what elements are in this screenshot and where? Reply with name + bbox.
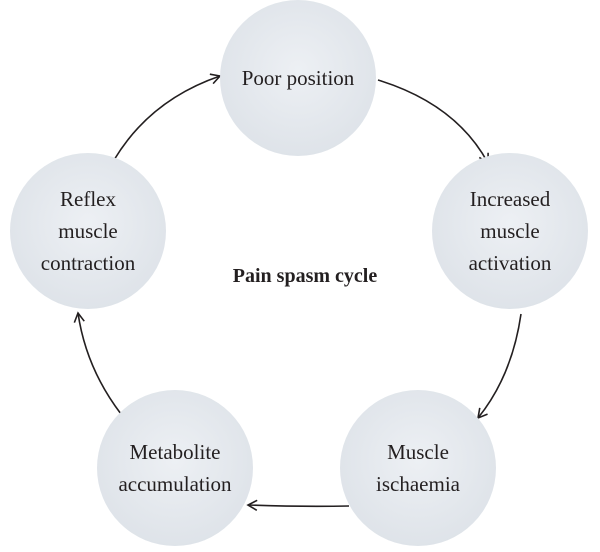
arrow-poor-position-to-increased-muscle-activation bbox=[377, 79, 489, 165]
node-label-line: accumulation bbox=[118, 472, 232, 496]
cycle-arrows bbox=[73, 73, 522, 512]
node-label-line: Reflex bbox=[60, 187, 116, 211]
arrow-metabolite-accumulation-to-reflex-muscle-contraction bbox=[73, 311, 122, 415]
arrow-increased-muscle-activation-to-muscle-ischaemia bbox=[476, 313, 522, 420]
node-metabolite-accumulation: Metabolite accumulation bbox=[97, 390, 253, 546]
node-poor-position: Poor position bbox=[220, 0, 376, 156]
node-reflex-muscle-contraction: Reflex muscle contraction bbox=[10, 153, 166, 309]
node-label-line: muscle bbox=[58, 219, 117, 243]
node-circle bbox=[432, 153, 588, 309]
node-label-line: activation bbox=[469, 251, 552, 275]
node-label-line: Increased bbox=[470, 187, 551, 211]
node-circle bbox=[220, 0, 376, 156]
node-muscle-ischaemia: Muscle ischaemia bbox=[340, 390, 496, 546]
node-circle bbox=[10, 153, 166, 309]
arrow-reflex-muscle-contraction-to-poor-position bbox=[113, 73, 222, 161]
node-label-line: contraction bbox=[41, 251, 136, 275]
node-label-line: Metabolite bbox=[130, 440, 221, 464]
node-increased-muscle-activation: Increased muscle activation bbox=[432, 153, 588, 309]
node-circle bbox=[97, 390, 253, 546]
node-circle bbox=[340, 390, 496, 546]
center-title: Pain spasm cycle bbox=[233, 265, 378, 287]
arrow-muscle-ischaemia-to-metabolite-accumulation bbox=[246, 499, 350, 512]
node-label-line: Muscle bbox=[387, 440, 449, 464]
node-label-line: muscle bbox=[480, 219, 539, 243]
node-label-line: Poor position bbox=[242, 66, 355, 90]
node-label-line: ischaemia bbox=[376, 472, 461, 496]
